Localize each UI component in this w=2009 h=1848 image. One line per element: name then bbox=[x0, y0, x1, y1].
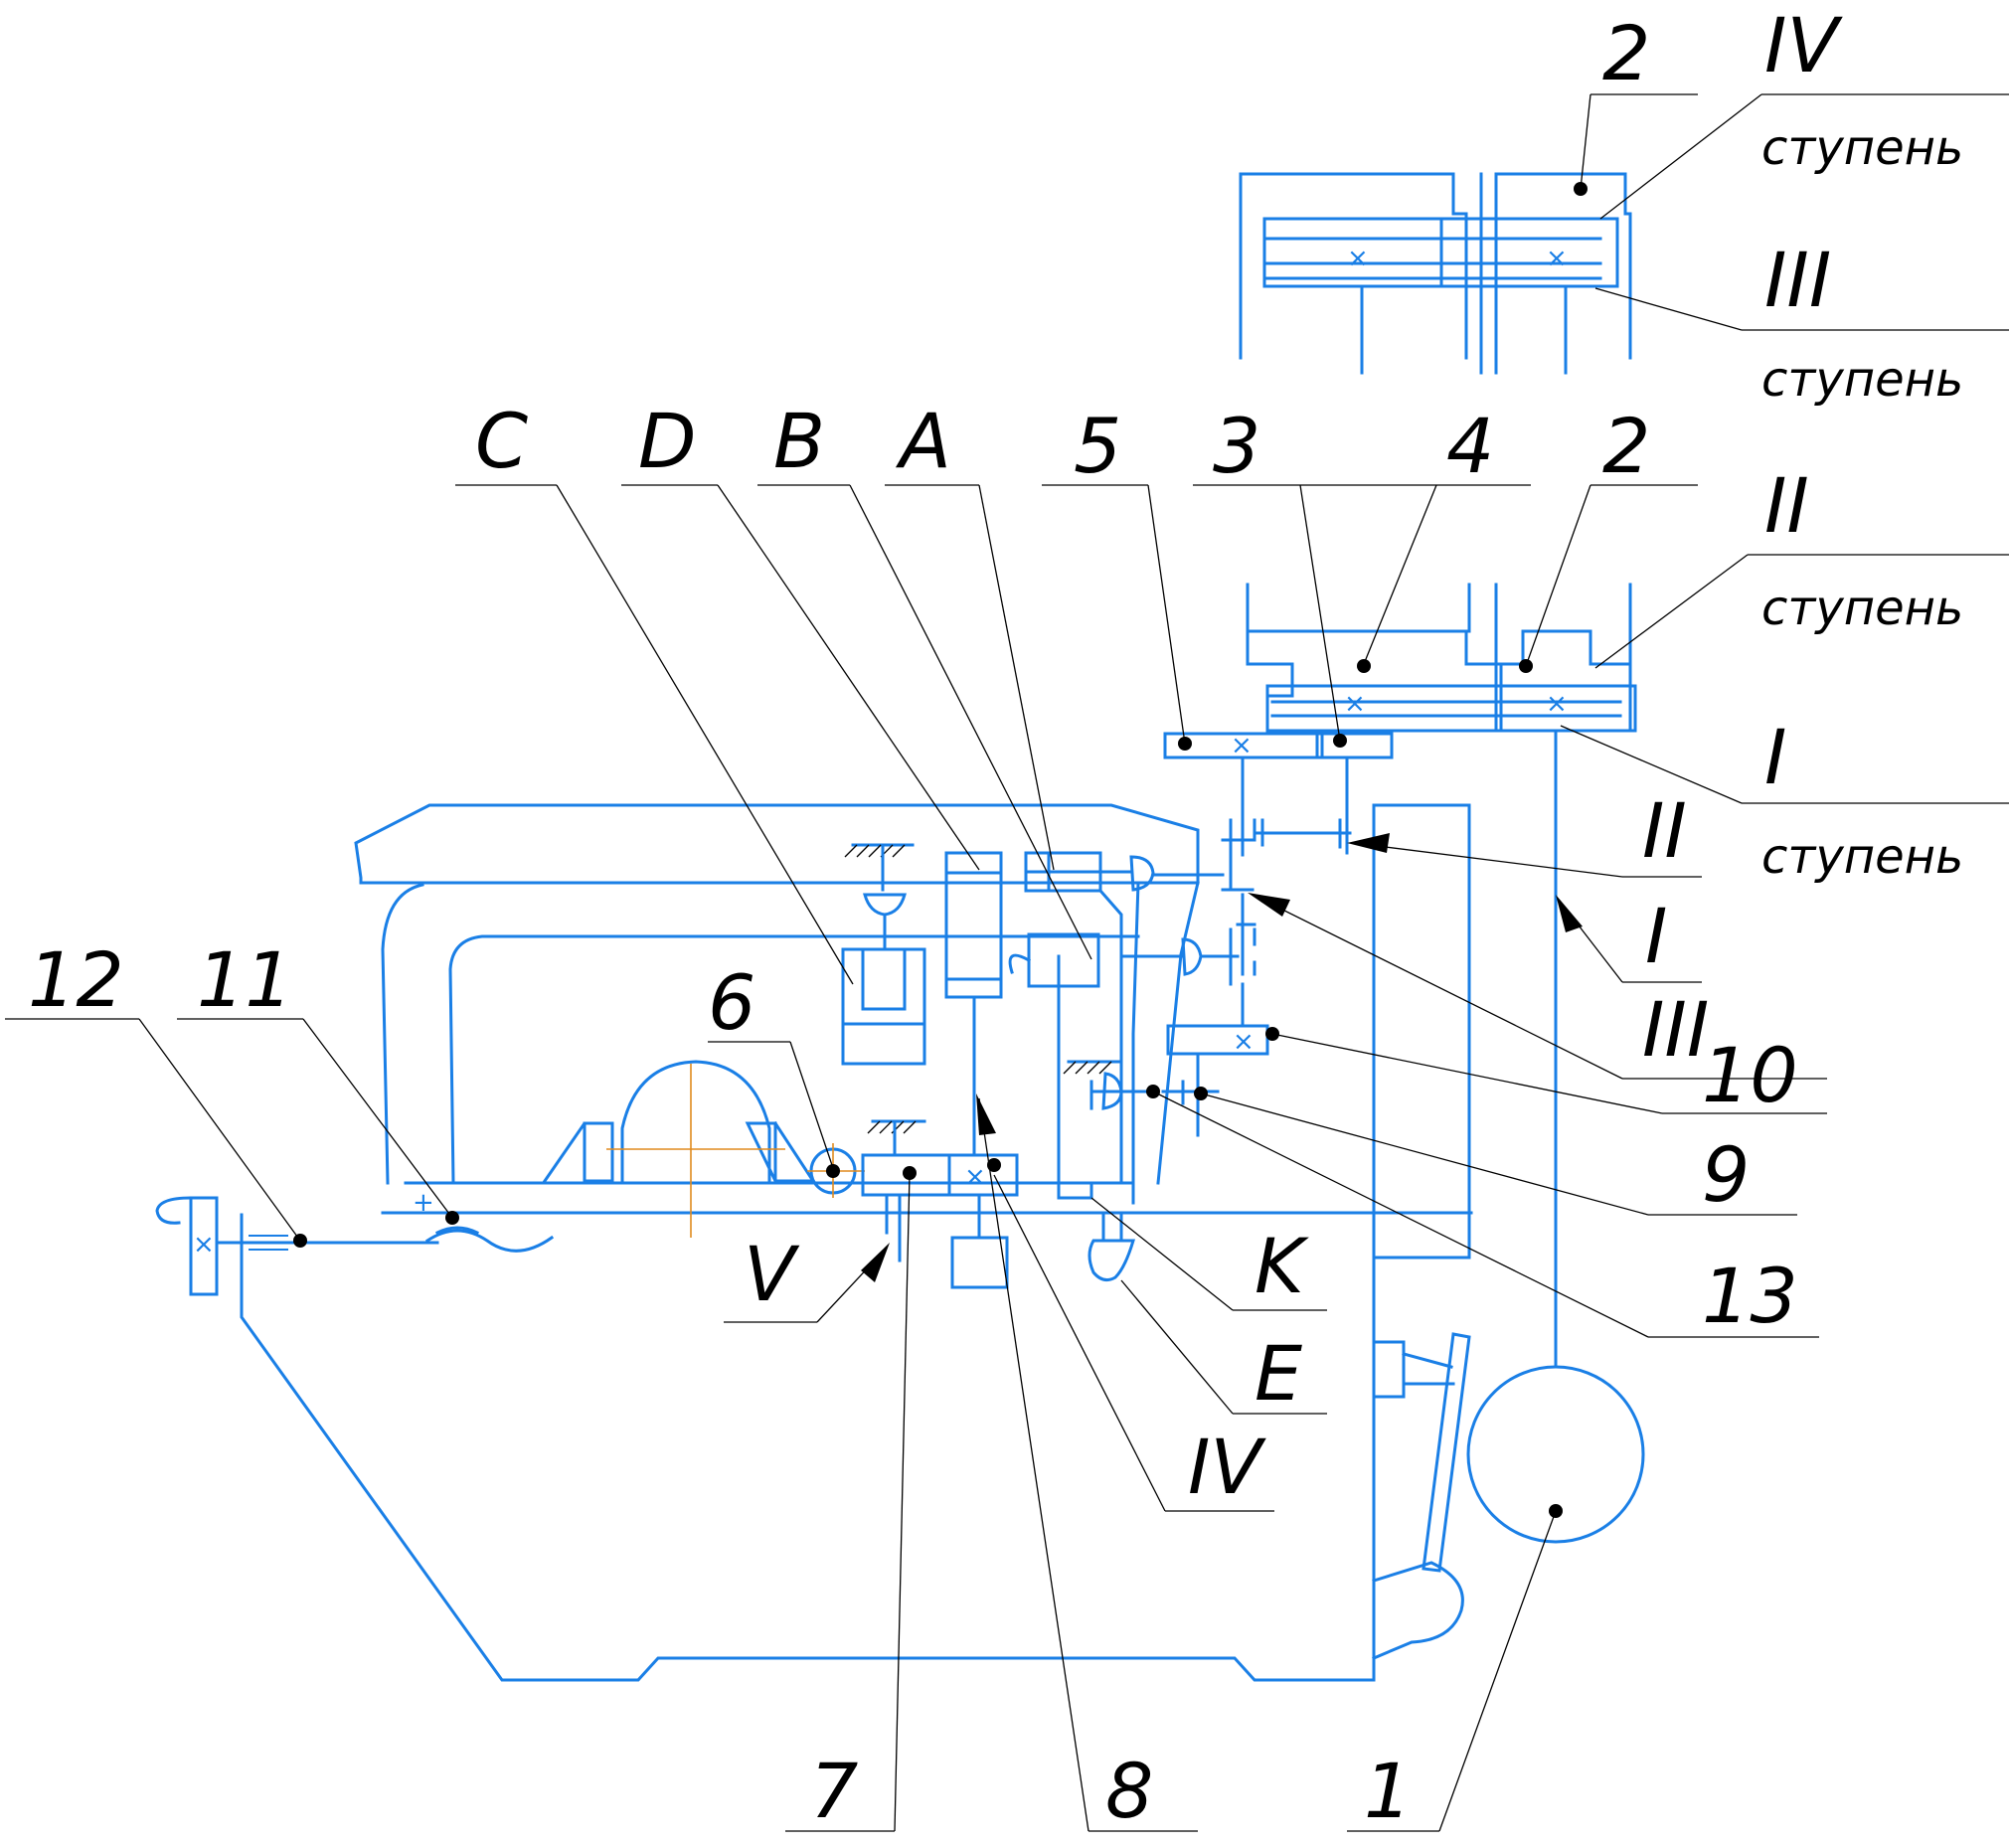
svg-text:×: × bbox=[1344, 689, 1366, 719]
callout-2-top: 2 bbox=[1602, 9, 1650, 97]
callout-10: 10 bbox=[1702, 1031, 1798, 1119]
shaft-V: V bbox=[744, 1230, 800, 1318]
callout-A: A bbox=[895, 397, 951, 485]
callout-7: 7 bbox=[810, 1747, 858, 1835]
svg-text:×: × bbox=[1231, 731, 1253, 760]
carriage bbox=[1008, 851, 1240, 1282]
callout-9: 9 bbox=[1702, 1130, 1750, 1219]
shaft-I: I bbox=[1645, 892, 1667, 980]
callout-C: C bbox=[475, 397, 528, 485]
step-labels: IV ступень III ступень II ступень I ступ… bbox=[1761, 1, 1963, 885]
step-IV-number: IV bbox=[1764, 1, 1843, 89]
svg-text:×: × bbox=[964, 1162, 986, 1192]
gear-drive: × × × × × × bbox=[1161, 172, 1645, 1544]
svg-text:+: + bbox=[413, 1188, 434, 1218]
step-II-number: II bbox=[1764, 461, 1809, 550]
callout-E: E bbox=[1255, 1329, 1302, 1418]
svg-text:×: × bbox=[1546, 244, 1568, 273]
shaft-II: II bbox=[1642, 786, 1687, 875]
leader-lines bbox=[5, 93, 2009, 1832]
svg-text:×: × bbox=[1546, 689, 1568, 719]
step-I-word: ступень bbox=[1761, 829, 1963, 885]
clamp-cylinders bbox=[841, 843, 1003, 1155]
step-II-word: ступень bbox=[1761, 581, 1963, 636]
shaft-III: III bbox=[1642, 985, 1709, 1074]
callout-markers bbox=[293, 182, 1588, 1518]
callout-12: 12 bbox=[28, 935, 124, 1024]
callout-4: 4 bbox=[1446, 402, 1494, 490]
callout-13: 13 bbox=[1702, 1252, 1798, 1340]
numeric-callouts: 2 5 3 4 2 6 11 12 10 9 13 7 8 1 bbox=[28, 9, 1798, 1835]
machine-frame: × + bbox=[155, 803, 1473, 1682]
shaft-IV: IV bbox=[1188, 1423, 1266, 1511]
callout-B: B bbox=[773, 397, 825, 485]
shaft-labels: II I III IV V bbox=[744, 786, 1709, 1511]
svg-text:×: × bbox=[1347, 244, 1369, 273]
callout-D: D bbox=[638, 397, 697, 485]
callout-8: 8 bbox=[1105, 1747, 1153, 1835]
lower-gears: × bbox=[861, 1119, 1019, 1289]
callout-1: 1 bbox=[1364, 1747, 1412, 1835]
step-I-number: I bbox=[1764, 713, 1786, 801]
callout-11: 11 bbox=[197, 935, 293, 1024]
callout-K: K bbox=[1255, 1222, 1309, 1310]
step-III-word: ступень bbox=[1761, 352, 1963, 408]
svg-text:×: × bbox=[1233, 1027, 1255, 1057]
callout-3: 3 bbox=[1213, 402, 1260, 490]
svg-text:×: × bbox=[193, 1230, 215, 1260]
step-IV-word: ступень bbox=[1761, 120, 1963, 176]
letter-callouts: C D B A K E bbox=[475, 397, 1309, 1418]
callout-5: 5 bbox=[1074, 402, 1121, 490]
callout-6: 6 bbox=[708, 958, 755, 1047]
workpiece-support bbox=[542, 1060, 865, 1238]
step-III-number: III bbox=[1764, 236, 1831, 324]
callout-2-mid: 2 bbox=[1602, 402, 1650, 490]
